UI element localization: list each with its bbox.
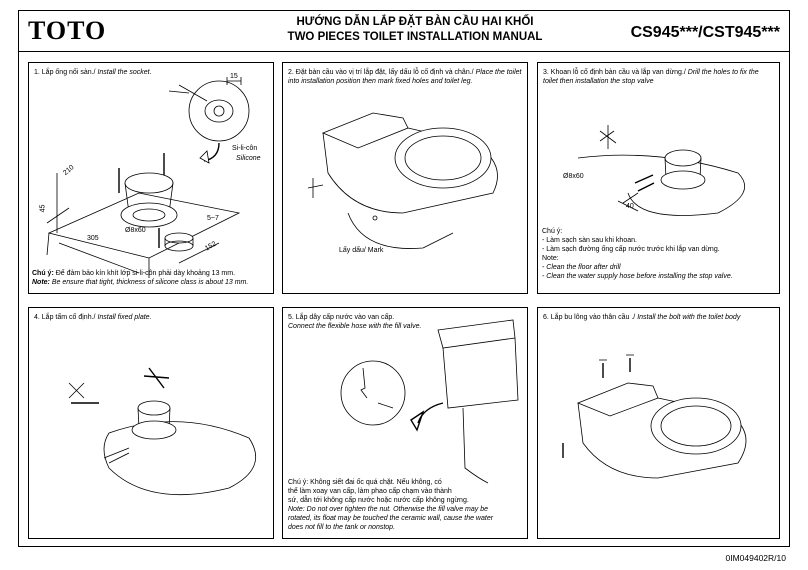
- step-2-title: 2. Đặt bàn cầu vào vị trí lắp đặt, lấy d…: [288, 69, 522, 85]
- toto-logo: TOTO: [28, 16, 107, 45]
- step-6-title: 6. Lắp bu lông vào thân cầu ./ Install t…: [543, 314, 741, 321]
- dim-305: 305: [87, 235, 99, 242]
- step-1-note: Chú ý: Để đảm bảo kín khít lớp si-li-côn…: [32, 270, 249, 286]
- step-4-illustration: [68, 367, 257, 496]
- step-3-title: 3. Khoan lỗ cố định bàn cầu và lắp van d…: [543, 69, 759, 85]
- step-1-title: 1. Lắp ống nối sàn./ Install the socket.: [34, 69, 152, 76]
- title-vietnamese: HƯỚNG DẪN LẮP ĐẶT BÀN CẦU HAI KHỐI: [296, 16, 534, 28]
- step-3-illustration: [577, 125, 745, 216]
- dim-5-7: 5~7: [207, 215, 219, 222]
- header-divider: [18, 51, 790, 52]
- step-5-illustration: [340, 319, 519, 484]
- document-code: 0IM049402R/10: [725, 553, 787, 563]
- model-number: CS945***/CST945***: [630, 24, 780, 41]
- step-5-panel: 5. Lắp dây cấp nước vào van cấp.Connect …: [282, 307, 528, 539]
- dim-40: 40: [626, 203, 634, 210]
- step-2-panel: 2. Đặt bàn cầu vào vị trí lắp đặt, lấy d…: [282, 62, 528, 294]
- dim-hole: Ø8x60: [125, 227, 146, 234]
- step-5-title: 5. Lắp dây cấp nước vào van cấp.Connect …: [288, 314, 422, 330]
- step-1-panel: 1. Lắp ống nối sàn./ Install the socket.…: [28, 62, 274, 294]
- title-english: TWO PIECES TOILET INSTALLATION MANUAL: [287, 31, 543, 43]
- step-3-note: Chú ý: - Làm sạch sàn sau khi khoan. - L…: [542, 228, 733, 280]
- step-6-illustration: [562, 354, 747, 479]
- page-frame: [18, 10, 790, 547]
- silicone-label-vi: Si-li-côn: [232, 145, 258, 152]
- step-1-illustration: [46, 77, 250, 278]
- mark-label: Lấy dấu/ Mark: [339, 247, 384, 254]
- step-6-panel: 6. Lắp bu lông vào thân cầu ./ Install t…: [537, 307, 780, 539]
- dim-hole-3: Ø8x60: [563, 173, 584, 180]
- dim-45: 45: [39, 204, 47, 213]
- step-2-illustration: [307, 112, 498, 249]
- step-4-title: 4. Lắp tấm cố định./ Install fixed plate…: [34, 314, 152, 321]
- silicone-label-en: Silicone: [236, 155, 261, 162]
- step-3-panel: 3. Khoan lỗ cố định bàn cầu và lắp van d…: [537, 62, 780, 294]
- dim-15: 15: [230, 73, 238, 80]
- step-5-note: Chú ý: Không siết đai ốc quá chặt. Nếu k…: [288, 479, 494, 531]
- step-4-panel: 4. Lắp tấm cố định./ Install fixed plate…: [28, 307, 274, 539]
